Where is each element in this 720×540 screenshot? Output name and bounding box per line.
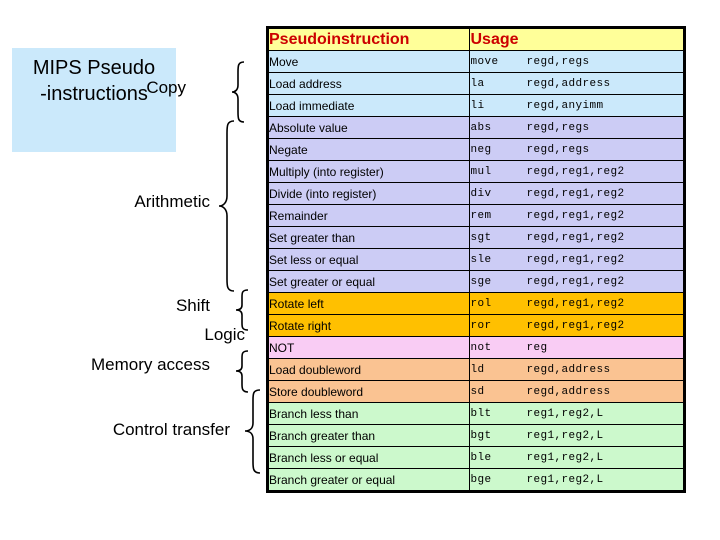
cell-usage: bgt reg1,reg2,L	[469, 424, 684, 447]
cell-pseudoinstruction: Set greater than	[267, 226, 471, 249]
cell-pseudoinstruction: Load doubleword	[267, 358, 471, 381]
cell-usage: move regd,regs	[469, 50, 684, 73]
cell-usage: ld regd,address	[469, 358, 684, 381]
category-label-logic: Logic	[204, 325, 245, 344]
cell-pseudoinstruction: Branch greater or equal	[267, 468, 471, 491]
brace-arithmetic	[212, 120, 236, 292]
cell-usage: rem regd,reg1,reg2	[469, 204, 684, 227]
brace-shift	[228, 289, 250, 331]
cell-usage: sle regd,reg1,reg2	[469, 248, 684, 271]
cell-usage: abs regd,regs	[469, 116, 684, 139]
cell-pseudoinstruction: Remainder	[267, 204, 471, 227]
cell-pseudoinstruction: Negate	[267, 138, 471, 161]
cell-usage: bge reg1,reg2,L	[469, 468, 684, 491]
table-row: Multiply (into register)mul regd,reg1,re…	[267, 160, 684, 183]
cell-usage: div regd,reg1,reg2	[469, 182, 684, 205]
cell-usage: sd regd,address	[469, 380, 684, 403]
page-title: MIPS Pseudo -instructions	[32, 57, 156, 105]
cell-pseudoinstruction: Store doubleword	[267, 380, 471, 403]
brace-control-transfer	[238, 389, 262, 474]
cell-pseudoinstruction: Load immediate	[267, 94, 471, 117]
category-label-control-transfer: Control transfer	[112, 420, 230, 439]
cell-usage: blt reg1,reg2,L	[469, 402, 684, 425]
cell-usage: neg regd,regs	[469, 138, 684, 161]
cell-pseudoinstruction: Branch greater than	[267, 424, 471, 447]
cell-usage: li regd,anyimm	[469, 94, 684, 117]
cell-usage: not reg	[469, 336, 684, 359]
cell-pseudoinstruction: NOT	[267, 336, 471, 359]
brace-memory-access	[228, 350, 250, 393]
brace-copy	[224, 61, 246, 123]
cell-pseudoinstruction: Branch less than	[267, 402, 471, 425]
column-header-usage: Usage	[469, 28, 684, 51]
title-box	[12, 48, 176, 152]
cell-usage: ror regd,reg1,reg2	[469, 314, 684, 337]
table-row: Divide (into register)div regd,reg1,reg2	[267, 182, 684, 205]
cell-pseudoinstruction: Set less or equal	[267, 248, 471, 271]
cell-pseudoinstruction: Absolute value	[267, 116, 471, 139]
cell-usage: mul regd,reg1,reg2	[469, 160, 684, 183]
cell-usage: sge regd,reg1,reg2	[469, 270, 684, 293]
column-header-pseudoinstruction: Pseudoinstruction	[267, 28, 471, 51]
cell-pseudoinstruction: Divide (into register)	[267, 182, 471, 205]
category-label-shift: Shift	[175, 296, 210, 315]
cell-pseudoinstruction: Branch less or equal	[267, 446, 471, 469]
cell-pseudoinstruction: Move	[267, 50, 471, 73]
table-header-row: Pseudoinstruction Usage	[267, 28, 684, 51]
category-label-memory-access: Memory access	[90, 355, 210, 374]
cell-pseudoinstruction: Multiply (into register)	[267, 160, 471, 183]
cell-pseudoinstruction: Rotate left	[267, 292, 471, 315]
category-label-copy: Copy	[146, 78, 186, 97]
cell-usage: la regd,address	[469, 72, 684, 95]
cell-usage: ble reg1,reg2,L	[469, 446, 684, 469]
cell-usage: rol regd,reg1,reg2	[469, 292, 684, 315]
category-label-arithmetic: Arithmetic	[134, 192, 210, 211]
cell-pseudoinstruction: Rotate right	[267, 314, 471, 337]
cell-usage: sgt regd,reg1,reg2	[469, 226, 684, 249]
cell-pseudoinstruction: Set greater or equal	[267, 270, 471, 293]
cell-pseudoinstruction: Load address	[267, 72, 471, 95]
